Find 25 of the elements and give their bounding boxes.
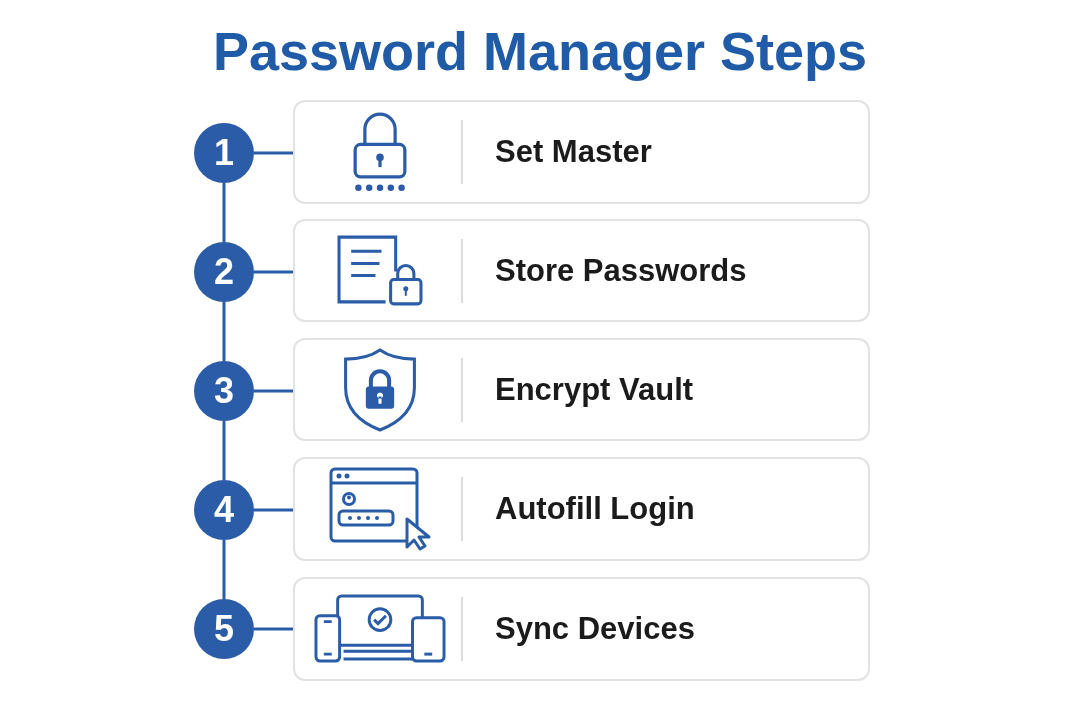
connector-line	[222, 421, 226, 480]
connector-line	[254, 270, 293, 274]
step-number-circle: 2	[194, 242, 254, 302]
step-number-circle: 4	[194, 480, 254, 540]
step-title: Store Passwords	[495, 252, 747, 289]
step-card	[293, 457, 870, 561]
title: Password Manager Steps	[212, 22, 868, 82]
step-title: Autofill Login	[495, 491, 695, 527]
connector-line	[254, 151, 293, 155]
step-title: Encrypt Vault	[495, 371, 694, 408]
connector-line	[254, 508, 293, 512]
step-number-circle: 5	[194, 599, 254, 659]
connector-line	[222, 540, 226, 599]
step-number-circle: 3	[194, 361, 254, 421]
connector-line	[222, 183, 226, 242]
step-number-circle: 1	[194, 123, 254, 183]
step-card	[293, 219, 870, 322]
connector-line	[254, 389, 293, 393]
step-title: Sync Devices	[495, 611, 695, 647]
connector-line	[254, 627, 293, 631]
step-card	[293, 577, 870, 681]
step-card	[293, 338, 870, 441]
connector-line	[222, 302, 226, 361]
step-title: Set Master	[495, 134, 652, 170]
step-card	[293, 100, 870, 204]
